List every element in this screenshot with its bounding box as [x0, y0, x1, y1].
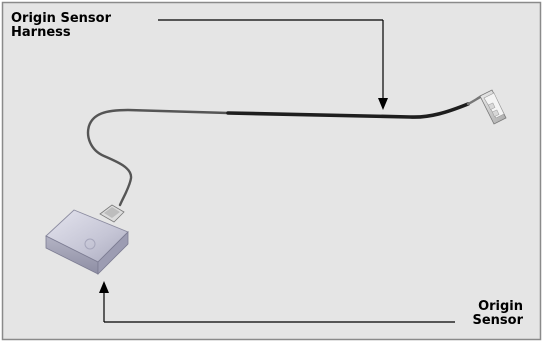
sensor-label-line2: Sensor: [472, 313, 523, 328]
origin-sensor: [45, 204, 129, 275]
sensor-label-line1: Origin: [478, 299, 523, 314]
origin-sensor-harness: [86, 89, 507, 207]
harness-leader-line: [158, 19, 384, 100]
harness-label-line2: Harness: [11, 25, 71, 40]
sensor-leader-line: [103, 291, 455, 323]
sensor-label: Origin Sensor: [420, 300, 523, 328]
sensor-arrowhead: [99, 281, 109, 293]
harness-arrowhead: [378, 98, 388, 110]
harness-label: Origin Sensor Harness: [11, 12, 171, 40]
harness-label-line1: Origin Sensor: [11, 11, 111, 26]
harness-connector: [479, 89, 507, 125]
